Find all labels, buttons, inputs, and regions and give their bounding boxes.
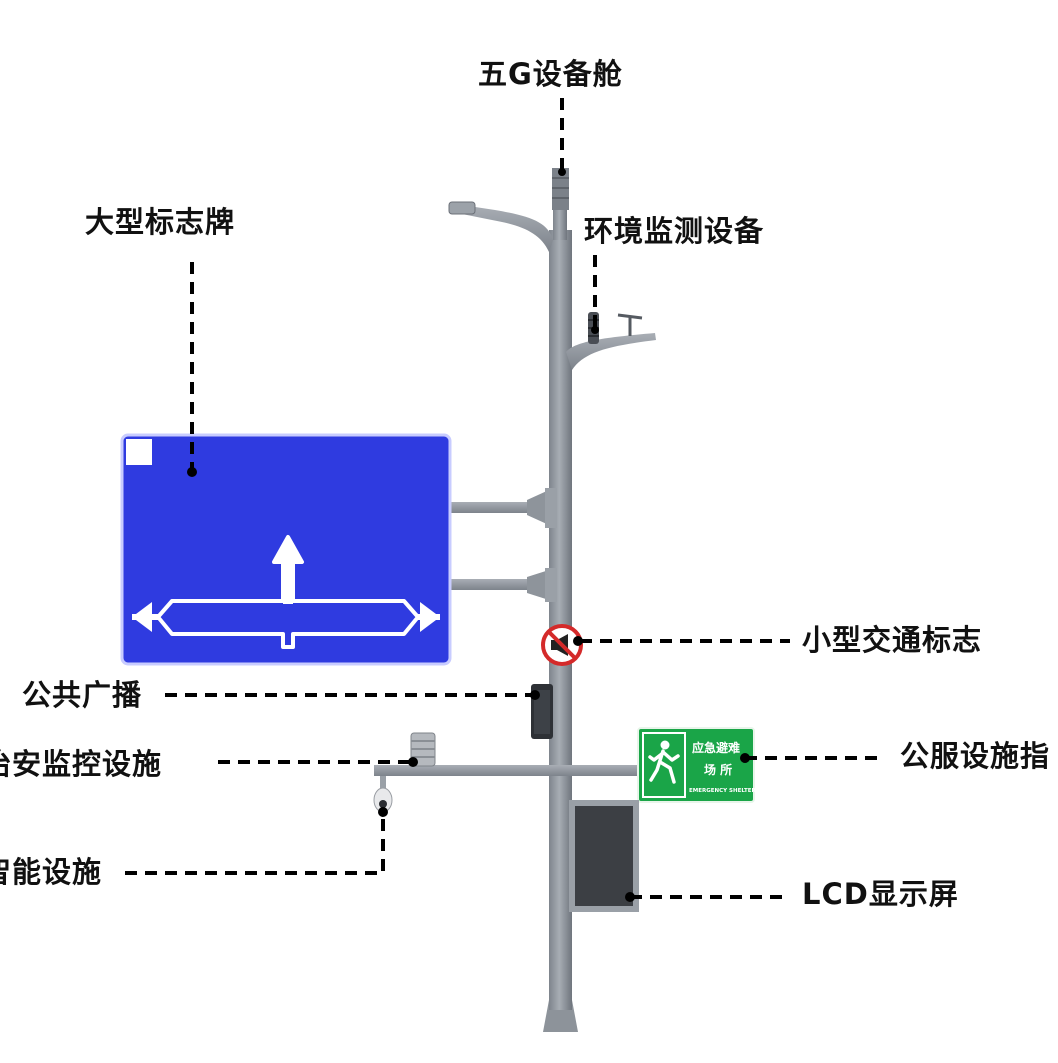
label-public-broadcast: 公共广播 xyxy=(22,678,143,712)
lamp-arm xyxy=(462,205,553,252)
label-small-traffic-sign: 小型交通标志 xyxy=(802,623,983,657)
label-large-sign: 大型标志牌 xyxy=(85,205,236,239)
shelter-sign-line1: 应急避难 xyxy=(692,740,740,755)
clamp-upper xyxy=(527,490,549,525)
leader-lines xyxy=(125,98,885,899)
running-person-icon xyxy=(648,740,680,784)
leader-smart xyxy=(125,812,385,875)
label-public-service-guide: 公服设施指 xyxy=(900,739,1051,773)
clamp-lower xyxy=(527,570,549,600)
sign-arm-upper xyxy=(447,502,552,513)
label-lcd-screen: LCD显示屏 xyxy=(802,877,959,911)
label-environment: 环境监测设备 xyxy=(584,214,765,248)
lamp-head xyxy=(448,201,476,215)
large-sign-corner xyxy=(126,439,152,465)
label-g5-cabin: 五G设备舱 xyxy=(478,57,623,91)
main-pole xyxy=(549,230,572,1010)
sign-arm-lower xyxy=(447,579,552,590)
leader-dots xyxy=(187,168,750,902)
wind-vane xyxy=(617,313,643,336)
monitoring-arm xyxy=(374,765,642,776)
environment-arm xyxy=(566,333,656,370)
label-security-monitor: 治安监控设施 xyxy=(0,747,163,781)
shelter-sign-line2: 场 所 xyxy=(704,762,732,777)
label-smart-facility: 智能设施 xyxy=(0,855,103,889)
shelter-sign-line3: EMERGENCY SHELTER xyxy=(689,788,756,794)
lcd-screen-panel xyxy=(575,806,633,906)
